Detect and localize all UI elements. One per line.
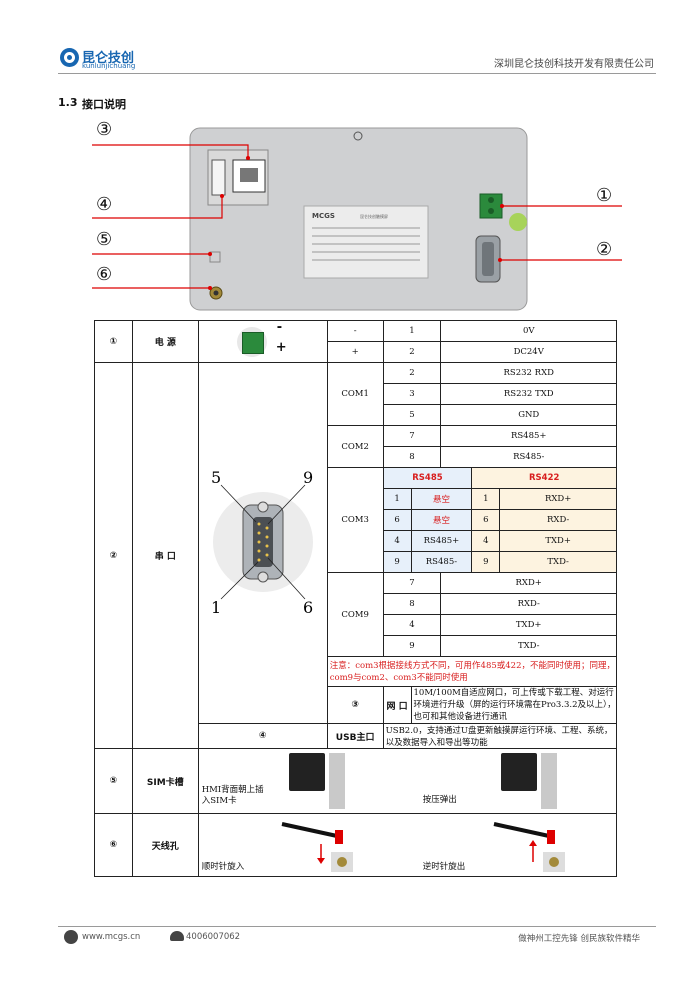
- footer-website: www.mcgs.cn: [82, 932, 141, 942]
- svg-text:1: 1: [211, 598, 221, 617]
- antenna-instructions: 顺时针旋入 逆时针旋出: [197, 813, 618, 877]
- section-title: 接口说明: [82, 98, 126, 111]
- nameplate: [303, 205, 429, 279]
- power-name: 电 源: [131, 320, 199, 363]
- callout-6: ⑥: [96, 264, 113, 285]
- company-name: 深圳昆仑技创科技开发有限责任公司: [494, 59, 654, 70]
- logo-subtext: kunlunjichuang: [82, 62, 136, 70]
- ethernet-jack: [240, 168, 258, 182]
- serial-note: 注意：com3根据接线方式不同，可用作485或422，不能同时使用；同理，com…: [326, 656, 618, 687]
- antenna-screw-in-icon: [281, 822, 353, 872]
- nameplate-brand: MCGS: [312, 212, 335, 220]
- hang-hole: [353, 131, 363, 141]
- db9-connector-image: 5 9 1 6: [197, 362, 328, 724]
- interface-spec-table: ① 电 源 - + - 1 0V + 2 DC24V ② 串 口: [94, 320, 618, 877]
- header-divider: [58, 73, 656, 74]
- callout-5: ⑤: [96, 229, 113, 250]
- globe-icon: [64, 930, 78, 944]
- rs422-header: RS422: [471, 467, 617, 489]
- footer-slogan: 做神州工控先锋 创民族软件精华: [518, 934, 640, 944]
- nameplate-title: 昆仑技创触摸屏: [360, 213, 388, 219]
- svg-text:5: 5: [211, 468, 221, 487]
- sim-instructions: HMI背面朝上插入SIM卡 按压弹出: [197, 748, 618, 814]
- lan-desc: 10M/100M自适应网口，可上传或下载工程、对运行环境进行升级（屏的运行环境需…: [410, 686, 617, 724]
- logo-icon: [60, 48, 79, 67]
- power-num: ①: [94, 320, 133, 363]
- sim-card-icon-2: [500, 753, 537, 791]
- logo-text: 昆仑技创: [82, 51, 135, 66]
- section-number: 1.3: [58, 96, 78, 109]
- serial-num: ②: [94, 362, 133, 749]
- usb-desc: USB2.0，支持通过U盘更新触摸屏运行环境、工程、系统，以及数据导入和导出等功…: [382, 723, 618, 749]
- callout-1: ①: [596, 185, 613, 206]
- device-back-diagram: MCGS 昆仑技创触摸屏: [92, 127, 622, 311]
- callout-2: ②: [596, 239, 613, 260]
- antenna-screw-out-icon: [493, 822, 565, 872]
- power-plug-icon: [241, 331, 264, 354]
- callout-3: ③: [96, 119, 113, 140]
- callout-4: ④: [96, 194, 113, 215]
- footer-phone: 4006007062: [186, 932, 241, 942]
- rs485-header: RS485: [382, 467, 473, 489]
- sim-slot: [209, 251, 221, 263]
- phone-icon: [170, 931, 184, 941]
- svg-text:9: 9: [303, 468, 313, 487]
- footer-divider: [58, 926, 656, 927]
- usb-port: [211, 159, 226, 196]
- qc-pass-sticker: [509, 213, 527, 231]
- svg-text:6: 6: [303, 598, 313, 617]
- sim-card-icon: [288, 753, 325, 791]
- power-connector-image: - +: [197, 320, 328, 363]
- serial-name: 串 口: [131, 362, 199, 749]
